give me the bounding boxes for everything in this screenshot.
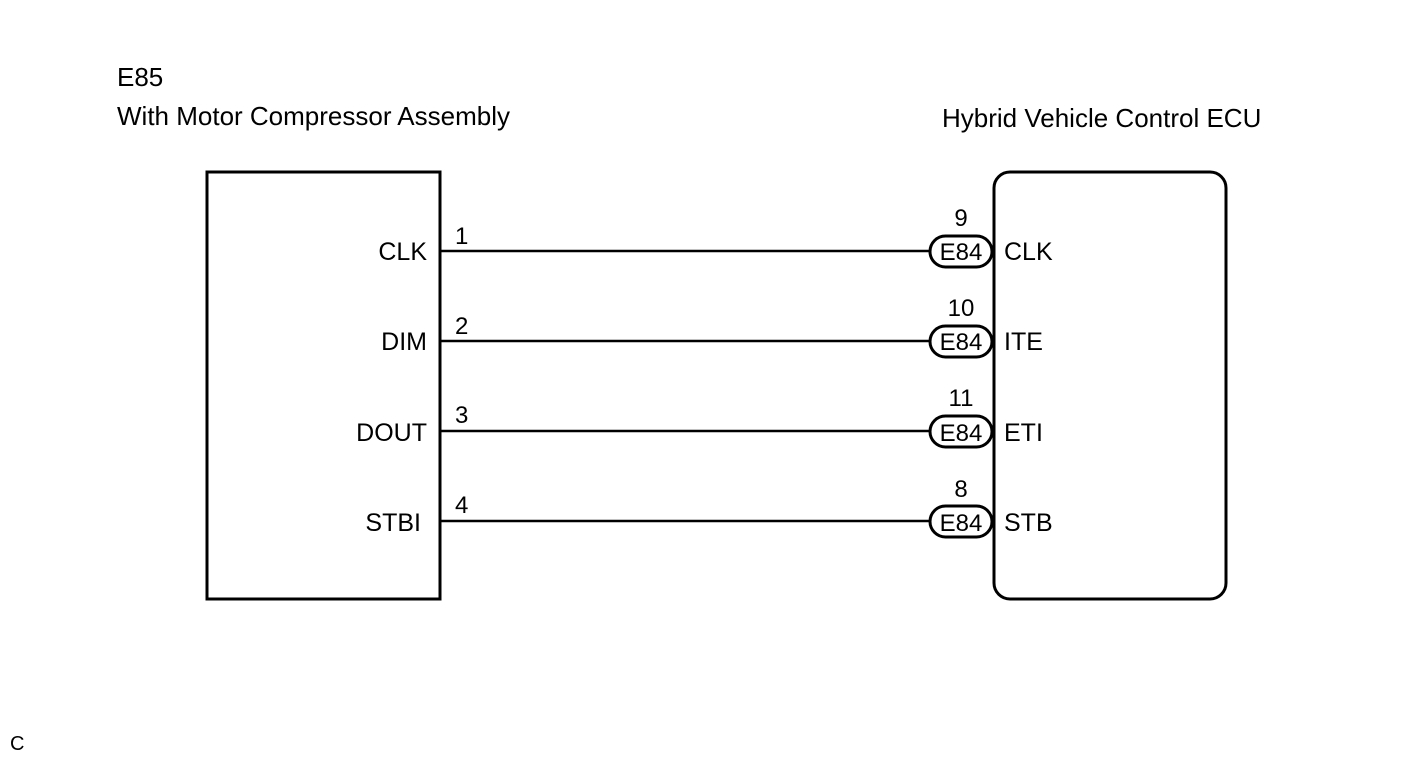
left-pin-label: DIM [381, 328, 427, 356]
corner-mark: C [10, 733, 24, 755]
right-component-name: Hybrid Vehicle Control ECU [942, 103, 1261, 133]
left-pin-number: 3 [455, 402, 468, 429]
right-pin-number: 8 [954, 476, 967, 503]
right-pin-number: 11 [949, 385, 974, 412]
ecu-box [992, 170, 1228, 601]
right-pin-label: STB [1004, 509, 1053, 537]
motor-compressor-box [205, 170, 442, 601]
connector-oval [928, 414, 994, 449]
right-connector-code: E84 [940, 510, 983, 537]
right-pin-label: CLK [1004, 238, 1053, 266]
right-pin-number: 10 [948, 295, 975, 322]
wire-row-1: CLK 1 E84 9 CLK [378, 205, 1053, 269]
connector-oval [928, 504, 994, 539]
right-pin-label: ITE [1004, 328, 1043, 356]
wire-row-3: DOUT 3 E84 11 ETI [356, 385, 1043, 449]
right-pin-number: 9 [954, 205, 967, 232]
right-connector-code: E84 [940, 329, 983, 356]
connector-oval [928, 234, 994, 269]
left-pin-label: CLK [378, 238, 427, 266]
right-connector-code: E84 [940, 239, 983, 266]
right-connector-code: E84 [940, 420, 983, 447]
left-pin-label: DOUT [356, 419, 427, 447]
wire-row-4: STBI 4 E84 8 STB [365, 476, 1053, 539]
wire-row-2: DIM 2 E84 10 ITE [381, 295, 1043, 359]
left-pin-number: 1 [455, 223, 468, 250]
right-pin-label: ETI [1004, 419, 1043, 447]
left-pin-number: 4 [455, 492, 468, 519]
left-pin-label: STBI [365, 509, 421, 537]
left-pin-number: 2 [455, 313, 468, 340]
left-connector-code: E85 [117, 62, 163, 92]
connector-oval [928, 324, 994, 359]
left-component-name: With Motor Compressor Assembly [117, 101, 510, 131]
